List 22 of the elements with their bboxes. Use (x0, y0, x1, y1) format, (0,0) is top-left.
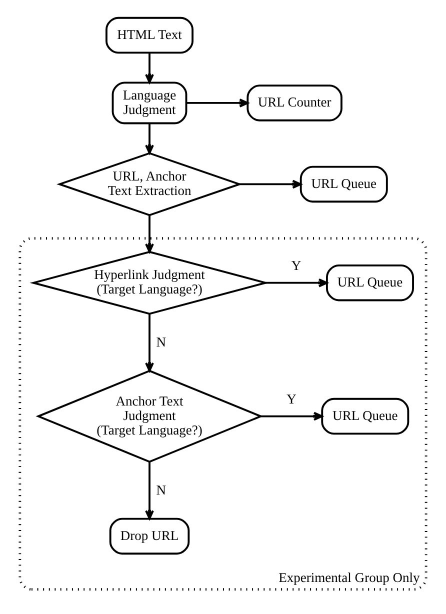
arrow (145, 123, 154, 154)
edge-label: Y (291, 257, 302, 272)
node-diamond: URL, Anchor Text Extraction (56, 152, 242, 216)
edge-label: Y (286, 390, 296, 406)
arrow (145, 52, 154, 83)
arrow (186, 98, 249, 107)
arrow (266, 278, 328, 287)
arrow (145, 313, 154, 372)
arrow (260, 411, 323, 420)
arrow (145, 461, 154, 520)
node-box: URL Counter (246, 84, 342, 121)
arrow (145, 214, 154, 252)
node-box: URL Queue (326, 264, 414, 301)
node-box: HTML Text (106, 16, 194, 54)
node-box: Drop URL (109, 517, 190, 554)
node-box: Language Judgment (112, 81, 188, 124)
node-box: URL Queue (300, 165, 388, 202)
arrow (239, 179, 302, 188)
node-diamond: Anchor Text Judgment (Target Language?) (36, 369, 264, 462)
edge-label: N (156, 482, 166, 497)
edge-label: N (156, 334, 166, 349)
node-box: URL Queue (321, 397, 410, 434)
